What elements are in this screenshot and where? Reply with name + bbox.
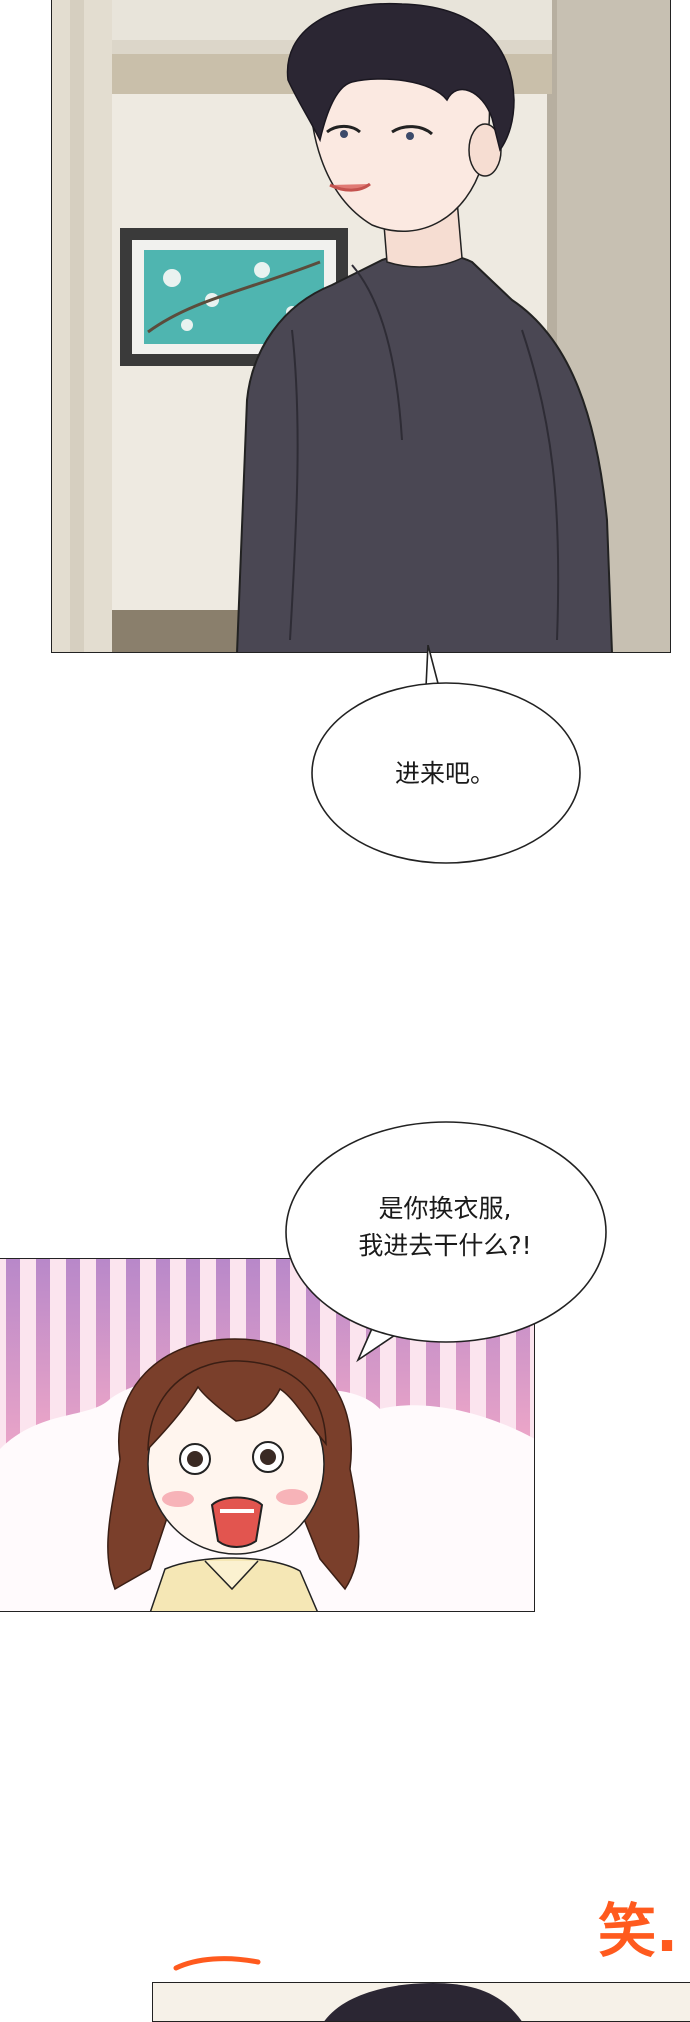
girl-right-pupil xyxy=(260,1449,276,1465)
girl-bangs xyxy=(147,1360,327,1451)
man-right-iris xyxy=(406,132,414,140)
man-mouth xyxy=(329,182,371,192)
orange-brush-stroke-line xyxy=(173,1956,261,1971)
speech-bubble-joint xyxy=(379,1318,403,1329)
speech-bubble-body xyxy=(285,1121,607,1343)
speech-bubble-shape xyxy=(285,1121,607,1363)
background-stripe xyxy=(6,1259,20,1479)
next-panel-illustration xyxy=(153,1983,690,2021)
door-frame-right xyxy=(547,0,557,652)
man-ear xyxy=(468,123,502,177)
girl-right-blush xyxy=(276,1489,308,1505)
man-hallway-illustration xyxy=(52,0,670,652)
painting-branch xyxy=(147,260,321,334)
speech-bubble-come-in: 进来吧。 xyxy=(300,645,590,875)
surprised-girl-illustration xyxy=(0,1259,534,1611)
sound-effect-laugh: 笑. xyxy=(598,1897,679,1965)
background-stripe xyxy=(96,1259,110,1449)
girl-left-blush xyxy=(162,1491,194,1507)
panel-surprised-girl xyxy=(0,1258,535,1612)
man-right-eye xyxy=(391,125,434,136)
painting-blossom xyxy=(254,262,270,278)
painting-blossom xyxy=(181,319,193,331)
speech-bubble-body xyxy=(311,682,581,864)
painting-blossom xyxy=(163,269,181,287)
panel-next-partial xyxy=(152,1982,690,2022)
speech-bubble-why-go-in: 是你换衣服, 我进去干什么?! xyxy=(280,1115,610,1365)
girl-left-pupil xyxy=(187,1451,203,1467)
girl-collar xyxy=(204,1560,259,1591)
dialogue-come-in: 进来吧。 xyxy=(394,759,495,788)
man-left-iris xyxy=(340,130,348,138)
jacket-fold xyxy=(289,329,299,641)
girl-mouth xyxy=(210,1496,264,1548)
speech-bubble-shape xyxy=(311,645,581,864)
speech-bubble-joint xyxy=(424,685,444,695)
panel-man-in-hallway xyxy=(51,0,671,653)
dialogue-line-why-go-in: 我进去干什么?! xyxy=(358,1231,532,1260)
background-stripe xyxy=(36,1259,50,1459)
speech-bubble-tail xyxy=(425,645,441,692)
jacket-fold xyxy=(351,264,403,441)
orange-brush-stroke xyxy=(173,1956,261,1971)
door-frame-left xyxy=(70,0,84,652)
man-left-eye xyxy=(326,124,361,134)
dialogue-line-change-clothes: 是你换衣服, xyxy=(378,1194,512,1223)
jacket-fold xyxy=(521,329,560,641)
man-hair xyxy=(286,2,515,152)
